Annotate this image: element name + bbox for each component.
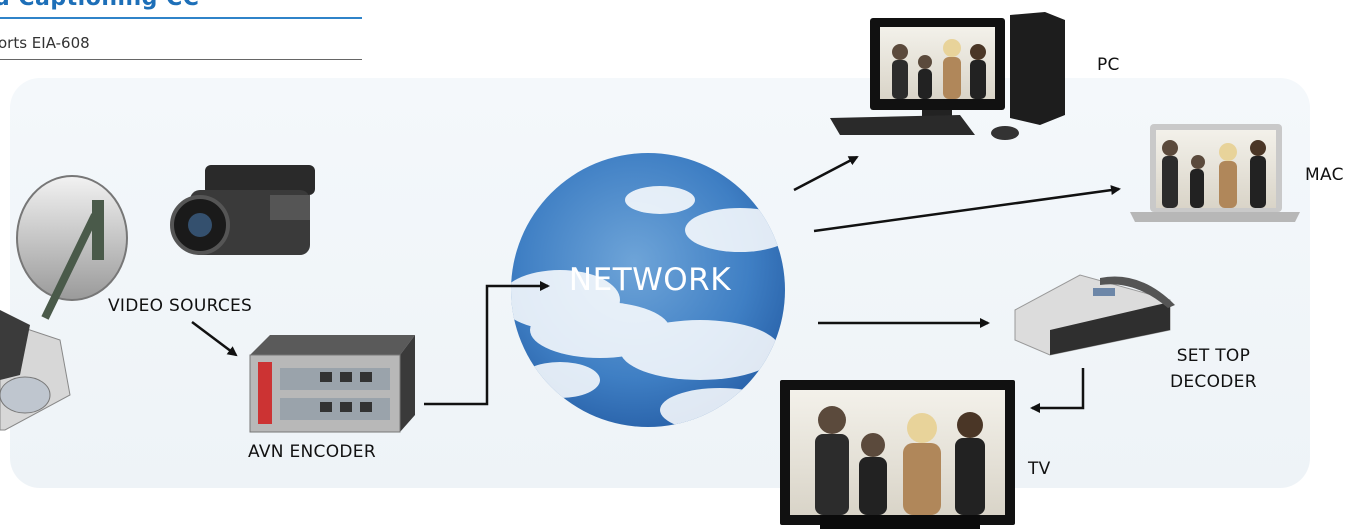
arrow-stb-to-tv xyxy=(1030,368,1085,413)
mac-laptop-icon xyxy=(1130,124,1300,222)
set-top-box-icon xyxy=(1014,274,1175,356)
connector-arrows xyxy=(191,155,1121,413)
network-label: NETWORK xyxy=(568,262,732,298)
title-rule xyxy=(0,17,362,19)
pc-label: PC xyxy=(1097,55,1120,75)
video-sources-label: VIDEO SOURCES xyxy=(108,296,253,316)
arrow-sources-to-encoder xyxy=(191,321,238,357)
network-cloud xyxy=(511,153,785,427)
page-title: d Captioning CC xyxy=(0,0,199,11)
arrow-network-to-pc xyxy=(793,155,859,192)
tv-label: TV xyxy=(1028,459,1051,479)
page-subtitle: orts EIA-608 xyxy=(0,34,90,52)
camcorder-icon xyxy=(170,165,315,255)
arrow-network-to-mac xyxy=(813,185,1121,233)
subtitle-rule xyxy=(0,59,362,60)
set-top-decoder-label: SET TOP DECODER xyxy=(1170,346,1257,392)
avn-encoder-icon xyxy=(249,335,415,433)
arrow-encoder-to-network xyxy=(424,281,550,406)
satellite-dish-icon xyxy=(16,175,128,320)
encoder-label: AVN ENCODER xyxy=(248,442,376,462)
dvd-player-icon xyxy=(0,310,71,431)
mac-label: MAC xyxy=(1305,165,1344,185)
video-conference-people xyxy=(815,39,1266,515)
